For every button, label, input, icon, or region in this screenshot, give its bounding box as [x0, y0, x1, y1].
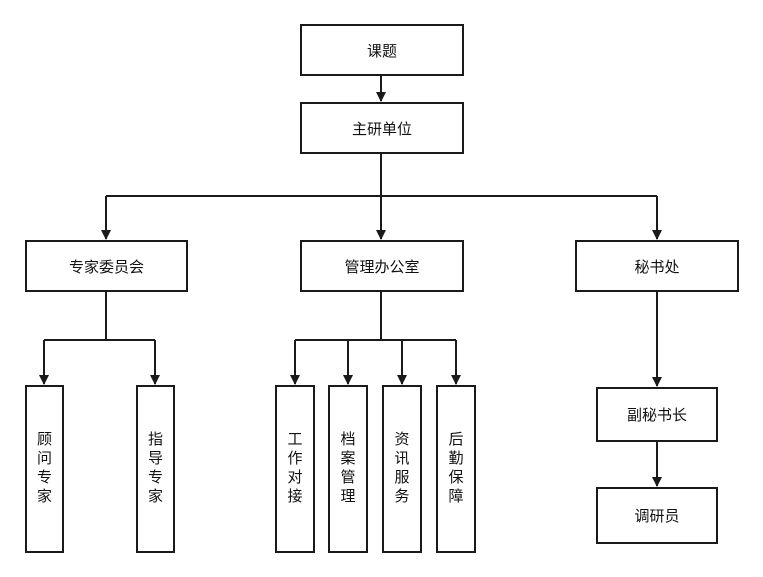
node-management-office-label: 管理办公室	[344, 257, 420, 276]
node-archive-management: 档案管理	[328, 385, 368, 553]
node-researcher: 调研员	[596, 487, 718, 544]
node-topic-label: 课题	[366, 41, 397, 60]
node-logistics-support: 后勤保障	[436, 385, 476, 553]
node-lead-unit-label: 主研单位	[351, 119, 412, 138]
node-lead-unit: 主研单位	[300, 102, 464, 154]
node-guidance-expert-label: 指导专家	[146, 431, 164, 507]
node-secretariat-label: 秘书处	[634, 257, 680, 276]
node-secretariat: 秘书处	[575, 240, 739, 292]
node-consultant-expert: 顾问专家	[25, 385, 64, 553]
node-deputy-secretary-general: 副秘书长	[596, 387, 718, 442]
node-topic: 课题	[300, 24, 464, 76]
node-consultant-expert-label: 顾问专家	[35, 431, 53, 507]
node-logistics-support-label: 后勤保障	[446, 431, 465, 507]
node-information-service-label: 资讯服务	[392, 431, 411, 507]
node-expert-committee: 专家委员会	[25, 240, 188, 292]
node-management-office: 管理办公室	[300, 240, 464, 292]
node-researcher-label: 调研员	[634, 507, 680, 525]
node-archive-management-label: 档案管理	[338, 431, 357, 507]
node-deputy-secretary-general-label: 副秘书长	[626, 406, 687, 424]
node-work-liaison-label: 工作对接	[285, 431, 304, 507]
node-guidance-expert: 指导专家	[136, 385, 175, 553]
node-expert-committee-label: 专家委员会	[68, 257, 144, 276]
node-information-service: 资讯服务	[382, 385, 422, 553]
node-work-liaison: 工作对接	[275, 385, 315, 553]
